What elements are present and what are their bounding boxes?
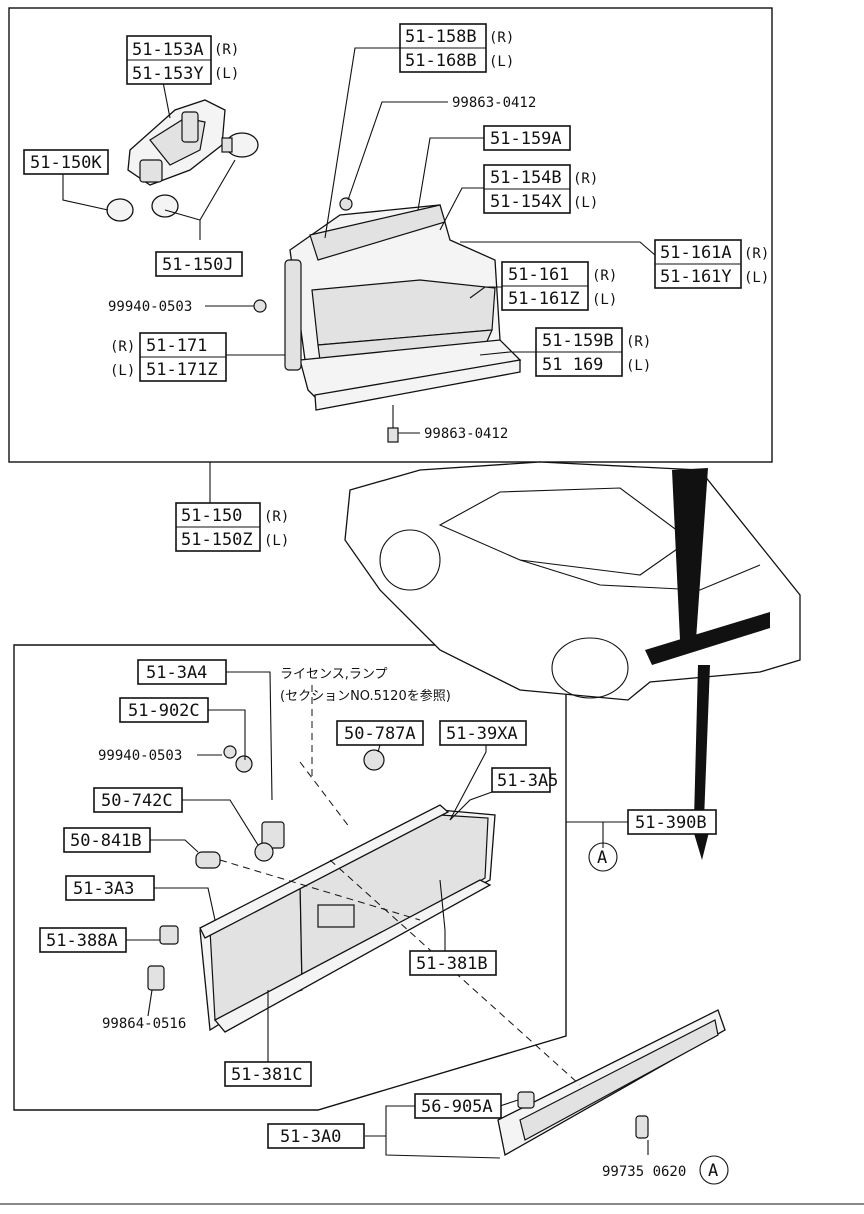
label-51-3a5: 51-3A5 (491, 767, 558, 793)
part-no-99940-0503-top: 99940-0503 (108, 299, 192, 315)
side-mark-l: (L) (489, 54, 514, 70)
label-51-161a: 51-161A 51-161Y (R) (L) (654, 239, 769, 289)
label-50-742c-text: 50-742C (101, 791, 173, 811)
label-50-787a-text: 50-787A (344, 724, 416, 744)
side-mark-r: (R) (573, 171, 598, 187)
screw-drawing (253, 197, 399, 443)
label-51-3a0: 51-3A0 (267, 1123, 365, 1149)
label-51-161-text: 51-161 (508, 265, 569, 285)
fastener-drawing (147, 745, 649, 1139)
section-ref-note: (セクションNO.5120を参照) (280, 688, 451, 704)
label-51-171z-text: 51-171Z (146, 360, 218, 380)
label-51-161z-text: 51-161Z (508, 289, 580, 309)
label-51-158b: 51-158B 51-168B (R) (L) (399, 23, 514, 73)
label-51-150: 51-150 51-150Z (R) (L) (175, 502, 289, 552)
lower-leader-lines (126, 671, 649, 1159)
label-51-150j-text: 51-150J (162, 255, 234, 275)
side-mark-l: (L) (214, 66, 239, 82)
tail-lamp-drawing (284, 204, 522, 411)
label-51-150z-text: 51-150Z (181, 530, 253, 550)
ref-mark-a-upper: A (588, 842, 618, 872)
car-rear-view-drawing (344, 461, 801, 860)
label-51-153a-text: 51-153A (132, 40, 204, 60)
side-mark-l: (L) (264, 533, 289, 549)
label-56-905a-text: 56-905A (421, 1097, 493, 1117)
label-51-902c-text: 51-902C (128, 701, 200, 721)
side-mark-r: (R) (744, 246, 769, 262)
side-mark-l: (L) (592, 292, 617, 308)
label-51-3a5-text: 51-3A5 (497, 771, 558, 791)
label-51-161y-text: 51-161Y (660, 267, 732, 287)
label-51-381b: 51-381B (409, 950, 497, 976)
label-51-390b: 51-390B (627, 809, 717, 835)
label-51-154b-text: 51-154B (490, 168, 562, 188)
label-51-3a4-text: 51-3A4 (146, 663, 207, 683)
label-51-159b-text: 51-159B (542, 331, 614, 351)
label-51-381c-text: 51-381C (231, 1065, 303, 1085)
label-51-161a-text: 51-161A (660, 243, 732, 263)
license-lamp-garnish-drawing (497, 1009, 726, 1157)
label-51-381b-text: 51-381B (416, 954, 488, 974)
label-51-171-text: 51-171 (146, 336, 207, 356)
label-50-841b: 50-841B (63, 827, 151, 853)
label-51-171: 51-171 51-171Z (R) (L) (110, 332, 227, 382)
label-56-905a: 56-905A (414, 1093, 502, 1119)
label-51-381c: 51-381C (224, 1061, 312, 1087)
label-50-742c: 50-742C (93, 787, 183, 813)
ref-mark-a-lower: A (699, 1155, 729, 1185)
ref-mark-a-text: A (708, 1161, 718, 1181)
label-51-39xa-text: 51-39XA (446, 724, 518, 744)
label-51-153y-text: 51-153Y (132, 64, 204, 84)
label-51-150k-text: 51-150K (30, 153, 102, 173)
part-no-99735-0620: 99735 0620 (602, 1164, 686, 1180)
label-51-159a-text: 51-159A (490, 129, 562, 149)
side-mark-r: (R) (110, 339, 135, 355)
side-mark-l: (L) (744, 270, 769, 286)
label-51-3a0-text: 51-3A0 (280, 1127, 341, 1147)
part-no-99864-0516: 99864-0516 (102, 1016, 186, 1032)
label-51-39xa: 51-39XA (439, 720, 527, 746)
label-51-390b-text: 51-390B (635, 813, 707, 833)
label-51-154x-text: 51-154X (490, 192, 562, 212)
rear-garnish-drawing (199, 804, 496, 1033)
label-51-3a3-text: 51-3A3 (73, 879, 134, 899)
part-no-99863-0412-bottom: 99863-0412 (424, 426, 508, 442)
label-50-841b-text: 50-841B (70, 831, 142, 851)
side-mark-l: (L) (110, 363, 135, 379)
label-51-150-text: 51-150 (181, 506, 242, 526)
side-mark-r: (R) (214, 42, 239, 58)
label-51-169-text: 51 169 (542, 355, 603, 375)
label-51-902c: 51-902C (119, 697, 209, 723)
label-51-3a3: 51-3A3 (65, 875, 155, 901)
label-51-159a: 51-159A (483, 125, 571, 151)
label-51-150k: 51-150K (23, 149, 109, 175)
side-mark-r: (R) (592, 268, 617, 284)
part-no-99863-0412-top: 99863-0412 (452, 95, 536, 111)
side-mark-l: (L) (573, 195, 598, 211)
upper-group-frame (8, 7, 773, 463)
license-lamp-note: ライセンス,ランプ (280, 667, 387, 682)
label-51-159b: 51-159B 51 169 (R) (L) (535, 327, 651, 377)
label-51-388a: 51-388A (39, 927, 127, 953)
label-50-787a: 50-787A (336, 720, 424, 746)
label-51-388a-text: 51-388A (46, 931, 118, 951)
side-mark-l: (L) (626, 358, 651, 374)
ref-mark-a-text: A (597, 848, 607, 868)
label-51-168b-text: 51-168B (405, 51, 477, 71)
part-no-99940-0503-mid: 99940-0503 (98, 748, 182, 764)
label-51-158b-text: 51-158B (405, 27, 477, 47)
side-mark-r: (R) (489, 30, 514, 46)
side-mark-r: (R) (626, 334, 651, 350)
side-mark-r: (R) (264, 509, 289, 525)
label-51-153a: 51-153A 51-153Y (R) (L) (126, 35, 239, 85)
label-51-154b: 51-154B 51-154X (R) (L) (483, 164, 598, 214)
label-51-161: 51-161 51-161Z (R) (L) (501, 261, 617, 311)
label-51-3a4: 51-3A4 (137, 659, 227, 685)
label-51-150j: 51-150J (155, 251, 243, 277)
bulb-socket-drawing (127, 99, 226, 186)
